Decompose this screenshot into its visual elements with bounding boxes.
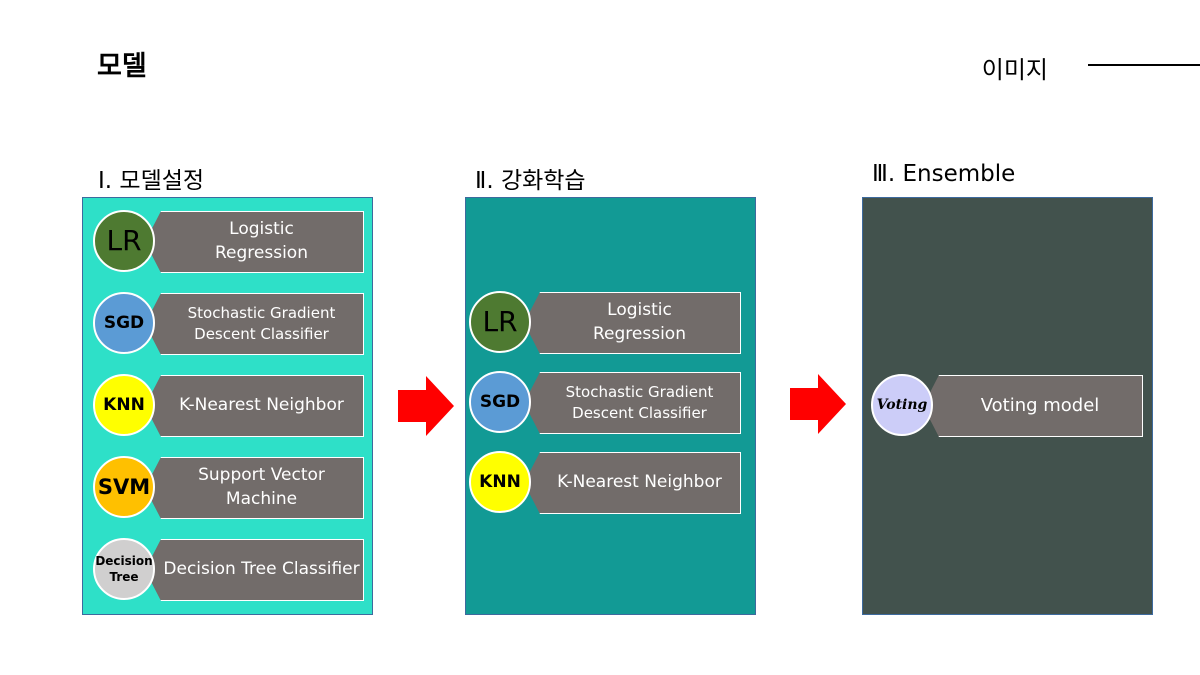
- model-name-box: Stochastic Gradient Descent Classifier: [524, 372, 741, 434]
- page-title: 모델: [97, 51, 147, 82]
- model-name-box: Logistic Regression: [145, 211, 364, 273]
- model-name-box: K-Nearest Neighbor: [524, 452, 741, 514]
- model-badge: SVM: [93, 456, 155, 518]
- model-badge: KNN: [93, 374, 155, 436]
- arrow-1-shape: [398, 376, 454, 436]
- model-name-box: Voting model: [923, 375, 1143, 437]
- model-badge: LR: [93, 210, 155, 272]
- arrow-right-icon: [398, 376, 454, 436]
- arrow-2-shape: [790, 374, 846, 434]
- model-badge: SGD: [469, 371, 531, 433]
- model-name-box: Decision Tree Classifier: [145, 539, 364, 601]
- model-badge: KNN: [469, 451, 531, 513]
- model-badge: Voting: [871, 374, 933, 436]
- model-name-box: K-Nearest Neighbor: [145, 375, 364, 437]
- model-name-box: Stochastic Gradient Descent Classifier: [145, 293, 364, 355]
- model-badge: LR: [469, 291, 531, 353]
- stage-2-label: Ⅱ. 강화학습: [475, 168, 586, 194]
- model-name-box: Logistic Regression: [524, 292, 741, 354]
- section-title: 이미지: [981, 56, 1048, 84]
- model-name-box: Support Vector Machine: [145, 457, 364, 519]
- title-underline: [1088, 64, 1200, 66]
- stage-1-label: Ⅰ. 모델설정: [98, 168, 205, 194]
- stage-3-label: Ⅲ. Ensemble: [872, 161, 1016, 187]
- arrow-right-icon: [790, 374, 846, 434]
- model-badge: Decision Tree: [93, 538, 155, 600]
- model-badge: SGD: [93, 292, 155, 354]
